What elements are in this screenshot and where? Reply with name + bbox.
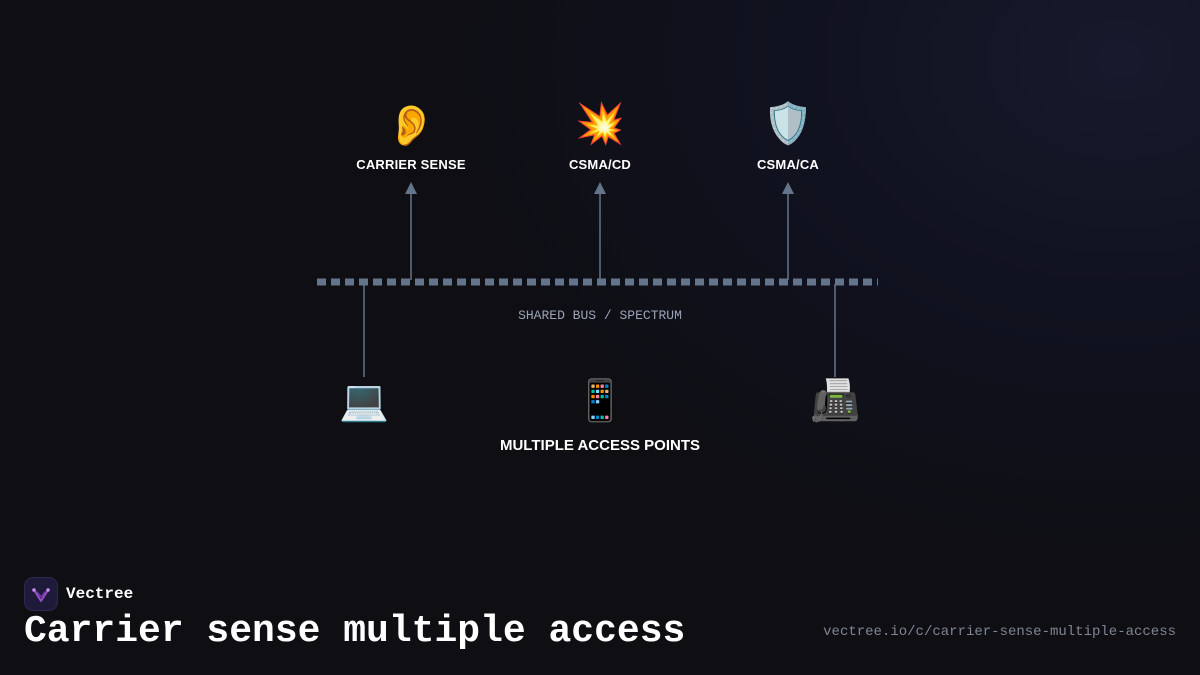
multiple-access-points-label: MULTIPLE ACCESS POINTS (499, 437, 700, 454)
laptop-icon: 💻 (339, 378, 389, 424)
shared-bus-label: SHARED BUS / SPECTRUM (518, 308, 682, 323)
mobile-phone-icon: 📱 (575, 378, 625, 424)
csma-cd-label: CSMA/CD (568, 157, 632, 172)
brand: Vectree (24, 577, 133, 611)
arrowhead-csma-cd (594, 182, 606, 194)
shield-icon: 🛡️ (763, 101, 813, 147)
brand-name: Vectree (66, 585, 134, 603)
csma-ca-label: CSMA/CA (756, 157, 820, 172)
page-title: Carrier sense multiple access (24, 610, 686, 653)
collision-icon: 💥 (575, 101, 625, 147)
carrier-sense-label: CARRIER SENSE (356, 157, 466, 172)
arrowhead-csma-ca (782, 182, 794, 194)
fax-machine-icon: 📠 (810, 378, 860, 424)
vectree-logo-icon (24, 577, 58, 611)
arrowhead-carrier-sense (405, 182, 417, 194)
ear-icon: 👂 (386, 103, 436, 149)
source-url: vectree.io/c/carrier-sense-multiple-acce… (823, 624, 1176, 640)
